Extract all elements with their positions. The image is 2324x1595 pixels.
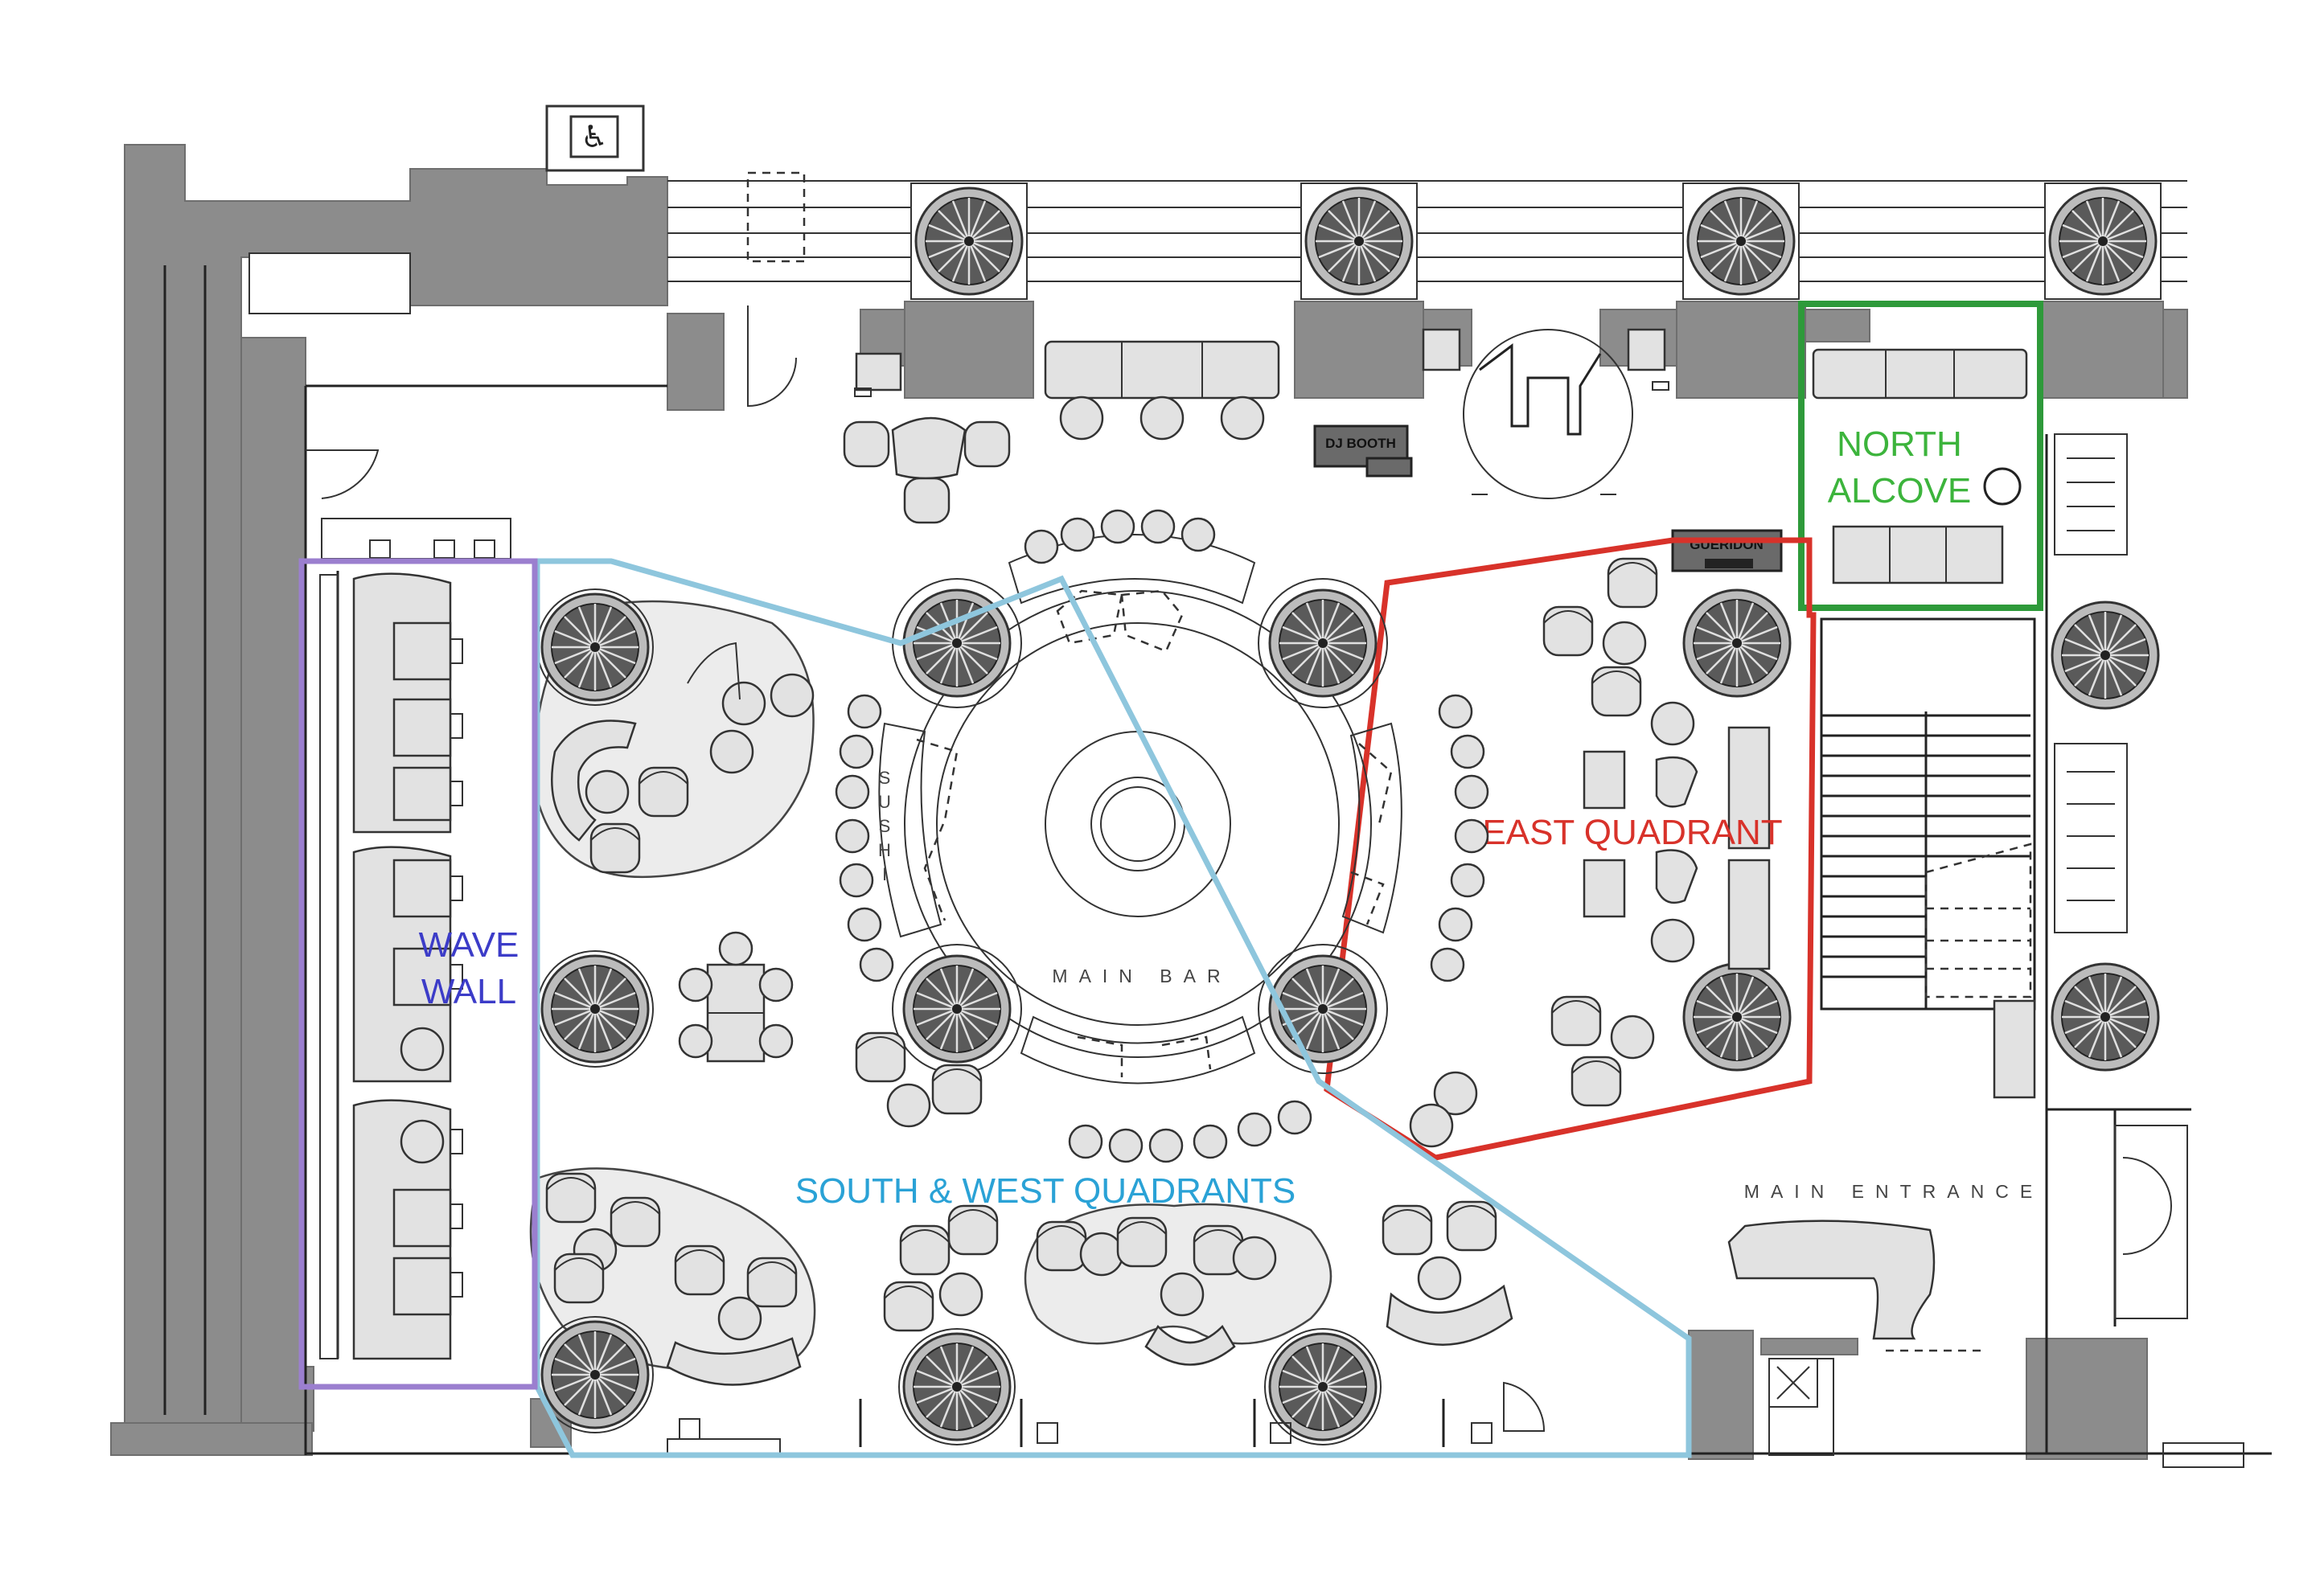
potted-palm-icon <box>540 592 650 702</box>
potted-palm-icon <box>2051 601 2160 710</box>
potted-palm-icon <box>540 1320 650 1429</box>
west-lounge-lower <box>529 1167 816 1433</box>
staircase <box>1820 617 2036 1099</box>
sushi-letter: I <box>882 864 887 884</box>
wave-wall-label-2: WALL <box>421 972 516 1011</box>
potted-palm-icon <box>1268 954 1378 1064</box>
sushi-letter: S <box>879 768 891 788</box>
potted-palm-icon <box>1268 588 1378 698</box>
south-west-quadrants-label: SOUTH & WEST QUADRANTS <box>795 1171 1296 1211</box>
main-bar-label: MAIN BAR <box>1052 966 1231 986</box>
wave-wall-label-1: WAVE <box>419 925 519 965</box>
east-quadrant-furniture <box>1409 557 1792 1148</box>
main-bar <box>878 534 1402 1085</box>
potted-palm-icon <box>911 183 1027 299</box>
wheelchair-icon: ♿ <box>581 119 608 154</box>
potted-palm-icon <box>902 1332 1012 1441</box>
sushi-label: S U S H I <box>878 768 891 884</box>
potted-palm-icon <box>1301 183 1417 299</box>
wave-wall-booths <box>319 518 511 1360</box>
potted-palm-icon <box>2045 183 2161 299</box>
building-walls <box>110 144 2188 1460</box>
potted-palm-icon <box>1268 1332 1378 1441</box>
dj-booth-label: DJ BOOTH <box>1325 436 1396 451</box>
potted-palm-icon <box>1682 962 1792 1072</box>
west-lounge-upper <box>534 588 815 879</box>
gueridon: GUERIDON <box>1671 529 1783 572</box>
potted-palm-icon <box>1682 588 1792 698</box>
north-alcove-zone[interactable] <box>1798 301 2043 611</box>
north-lounge-set <box>843 352 1011 524</box>
potted-palm-icon <box>540 954 650 1064</box>
north-alcove-label-1: NORTH <box>1837 424 1962 464</box>
sushi-letter: S <box>879 816 891 836</box>
dj-booth: DJ BOOTH <box>1313 424 1413 478</box>
potted-palm-icon <box>2051 962 2160 1072</box>
west-corridor <box>163 252 667 1455</box>
north-alcove-furniture <box>1812 348 2028 584</box>
east-facade-palms <box>2051 433 2160 1072</box>
north-alcove-label-2: ALCOVE <box>1828 471 1972 510</box>
wave-wall-zone[interactable] <box>298 558 538 1390</box>
main-entrance <box>1727 1220 1986 1352</box>
facade-lines: ♿ <box>545 105 2187 282</box>
potted-palm-icon <box>1683 183 1799 299</box>
south-west-quadrants-zone[interactable] <box>534 558 1692 1458</box>
round-entry-vestibule <box>1422 328 1669 499</box>
south-lounge <box>667 1200 1513 1456</box>
north-banquette <box>1044 340 1280 441</box>
sushi-letter: H <box>878 840 891 860</box>
west-table-set <box>536 931 794 1068</box>
potted-palm-icon <box>902 954 1012 1064</box>
sushi-letter: U <box>878 792 891 812</box>
main-entrance-label: MAIN ENTRANCE <box>1744 1181 2043 1202</box>
east-quadrant-label: EAST QUADRANT <box>1482 813 1782 852</box>
